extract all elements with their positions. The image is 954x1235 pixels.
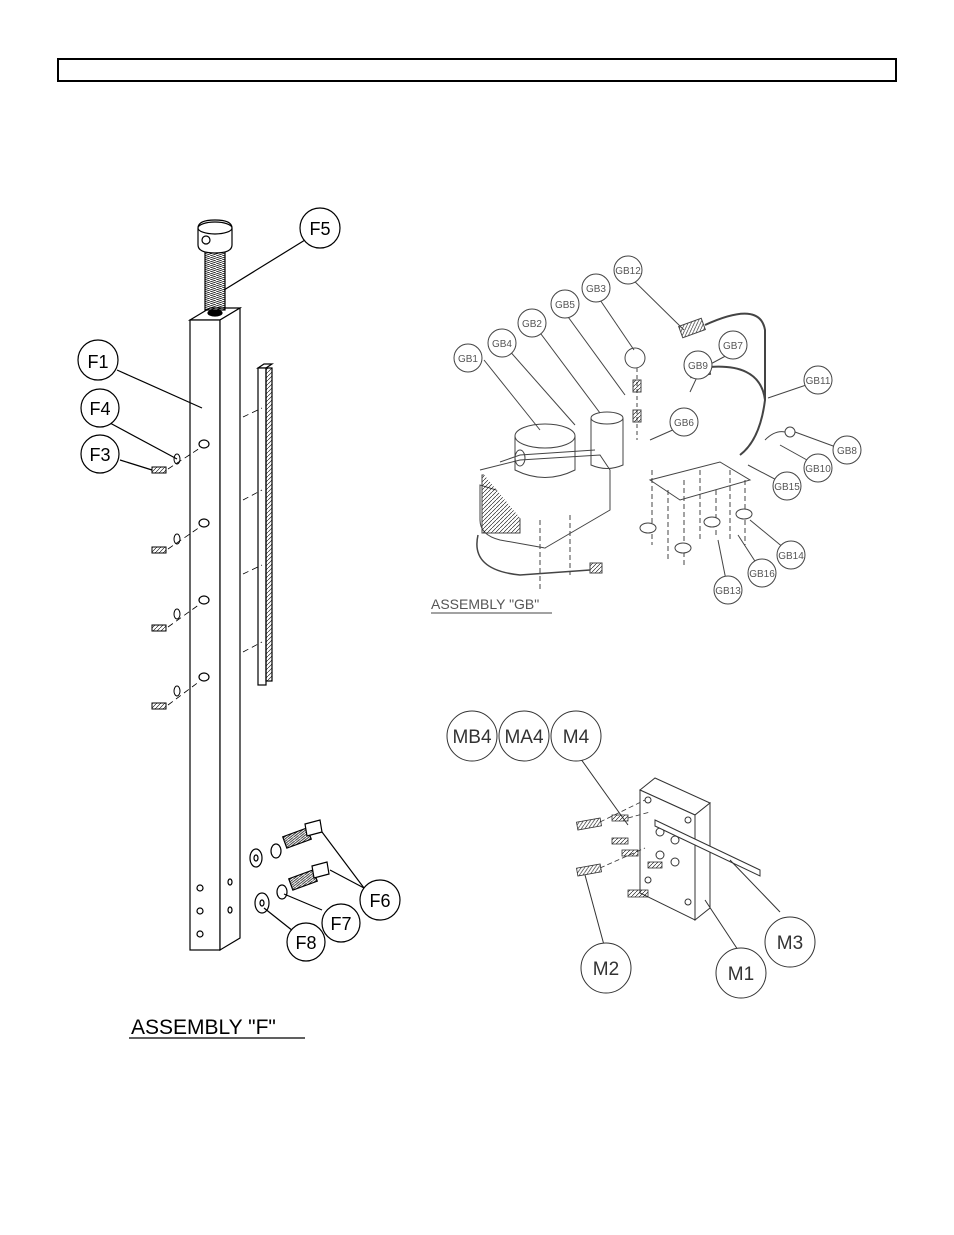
callout-gb14: GB14: [778, 551, 804, 562]
callout-gb1: GB1: [458, 354, 478, 365]
callout-gb15: GB15: [774, 482, 800, 493]
callout-gb9: GB9: [688, 361, 708, 372]
callout-f8: F8: [295, 933, 316, 953]
callout-gb5: GB5: [555, 300, 575, 311]
callout-gb12: GB12: [615, 266, 641, 277]
callout-m4: M4: [563, 727, 590, 748]
assembly-f-title: ASSEMBLY "F": [131, 1016, 276, 1039]
assembly-gb-title: ASSEMBLY "GB": [431, 596, 539, 612]
assembly-f-drawing: [78, 208, 400, 961]
callout-f4: F4: [89, 399, 110, 419]
callout-gb8: GB8: [837, 446, 857, 457]
callout-gb3: GB3: [586, 284, 606, 295]
callout-m2: M2: [593, 959, 619, 980]
callout-m1: M1: [728, 964, 754, 985]
callout-f1: F1: [87, 352, 108, 372]
callout-f5: F5: [309, 219, 330, 239]
callout-gb4: GB4: [492, 339, 512, 350]
callout-f3: F3: [89, 445, 110, 465]
callout-gb13: GB13: [715, 586, 741, 597]
callout-mb4: MB4: [452, 727, 492, 748]
callout-gb2: GB2: [522, 319, 542, 330]
callout-f7: F7: [330, 914, 351, 934]
callout-f6: F6: [369, 891, 390, 911]
callout-gb16: GB16: [749, 569, 775, 580]
callout-ma4: MA4: [504, 727, 544, 748]
callout-gb10: GB10: [805, 464, 831, 475]
assembly-m-drawing: [447, 711, 815, 998]
callout-gb7: GB7: [723, 341, 743, 352]
callout-gb11: GB11: [806, 376, 831, 387]
callout-m3: M3: [777, 933, 803, 954]
callout-gb6: GB6: [674, 418, 694, 429]
